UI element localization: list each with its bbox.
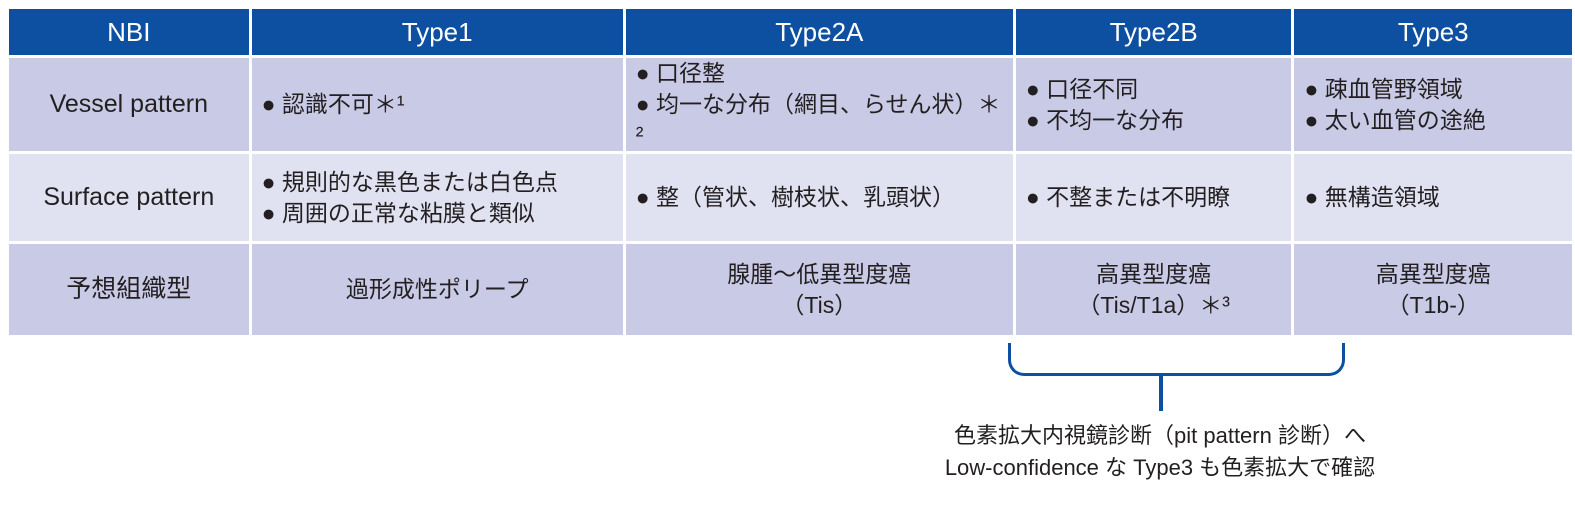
bracket-stem: [1159, 375, 1163, 411]
cell-line: ● 疎血管野領域: [1304, 75, 1463, 102]
cell-line: ● 周囲の正常な粘膜と類似: [261, 199, 535, 226]
cell-line: ● 均一な分布（網目、らせん状）＊²: [635, 91, 1001, 148]
cell-line: ● 規則的な黒色または白色点: [261, 168, 558, 195]
cell: ● 整（管状、樹枝状、乳頭状）: [622, 151, 1016, 244]
cell-line: 過形成性ポリープ: [345, 276, 529, 302]
header-type2a: Type2A: [622, 6, 1016, 58]
nbi-classification-table: NBI Type1 Type2A Type2B Type3 Vessel pat…: [6, 6, 1575, 338]
cell-line: ● 口径不同: [1025, 75, 1139, 102]
note-line: Low-confidence な Type3 も色素拡大で確認: [944, 455, 1376, 480]
cell: 高異型度癌 （Tis/T1a）＊³: [1012, 241, 1295, 338]
cell: ● 口径整 ● 均一な分布（網目、らせん状）＊²: [622, 55, 1016, 154]
cell-line: ● 整（管状、樹枝状、乳頭状）: [635, 184, 956, 210]
cell: ● 認識不可＊¹: [248, 55, 626, 154]
header-nbi: NBI: [6, 6, 252, 58]
cell-line: （T1b-）: [1386, 291, 1480, 318]
row-label: Surface pattern: [6, 151, 252, 244]
header-type3: Type3: [1291, 6, 1575, 58]
cell-line: 高異型度癌: [1375, 260, 1491, 287]
header-type1: Type1: [248, 6, 626, 58]
cell-line: 腺腫〜低異型度癌: [727, 260, 912, 287]
cell: ● 不整または不明瞭: [1012, 151, 1295, 244]
cell-line: ● 太い血管の途絶: [1304, 106, 1486, 133]
cell-line: ● 不整または不明瞭: [1025, 184, 1231, 210]
cell: ● 疎血管野領域 ● 太い血管の途絶: [1291, 55, 1575, 154]
cell-line: ● 認識不可＊¹: [261, 91, 405, 117]
cell: 高異型度癌 （T1b-）: [1291, 241, 1575, 338]
header-type2b: Type2B: [1012, 6, 1295, 58]
row-surface-pattern: Surface pattern ● 規則的な黒色または白色点 ● 周囲の正常な粘膜…: [6, 151, 1575, 244]
note: 色素拡大内視鏡診断（pit pattern 診断）へ Low-confidenc…: [880, 420, 1440, 484]
cell: 腺腫〜低異型度癌 （Tis）: [622, 241, 1016, 338]
row-label: 予想組織型: [6, 241, 252, 338]
note-line: 色素拡大内視鏡診断（pit pattern 診断）へ: [954, 423, 1366, 448]
row-vessel-pattern: Vessel pattern ● 認識不可＊¹ ● 口径整 ● 均一な分布（網目、…: [6, 55, 1575, 154]
cell: ● 規則的な黒色または白色点 ● 周囲の正常な粘膜と類似: [248, 151, 626, 244]
cell: ● 無構造領域: [1291, 151, 1575, 244]
bracket: [1008, 343, 1345, 376]
header-row: NBI Type1 Type2A Type2B Type3: [6, 6, 1575, 58]
cell-line: ● 不均一な分布: [1025, 106, 1185, 133]
cell-line: ● 口径整: [635, 60, 726, 86]
cell-line: （Tis）: [781, 291, 858, 318]
cell: 過形成性ポリープ: [248, 241, 626, 338]
cell: ● 口径不同 ● 不均一な分布: [1012, 55, 1295, 154]
cell-line: 高異型度癌: [1096, 260, 1212, 287]
row-label: Vessel pattern: [6, 55, 252, 154]
cell-line: （Tis/T1a）＊³: [1077, 291, 1230, 318]
cell-line: ● 無構造領域: [1304, 184, 1440, 210]
row-predicted-histology: 予想組織型 過形成性ポリープ 腺腫〜低異型度癌 （Tis） 高異型度癌 （Tis/T…: [6, 241, 1575, 338]
